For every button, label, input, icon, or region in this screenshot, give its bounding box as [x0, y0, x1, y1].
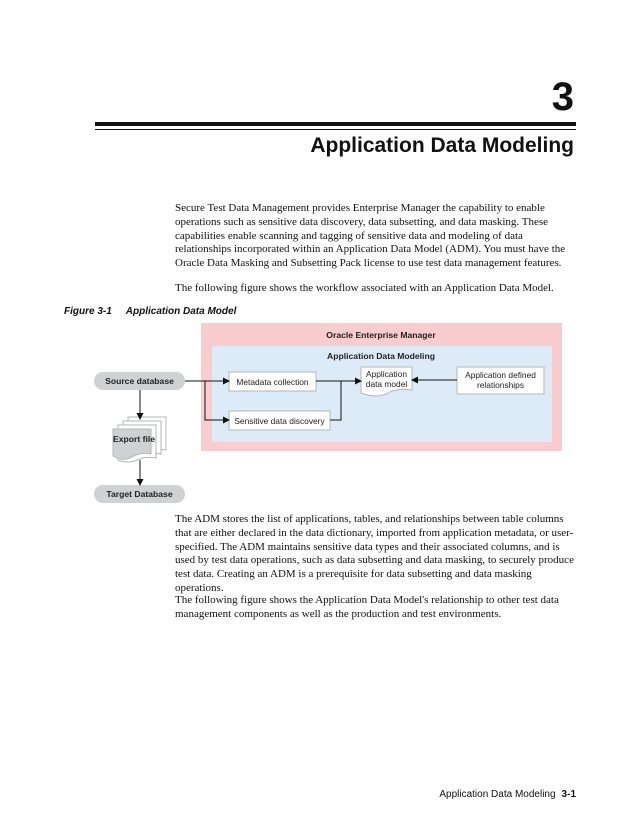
footer-page-number: 3-1: [561, 789, 576, 800]
sensitive-discovery-label: Sensitive data discovery: [234, 416, 325, 426]
figure-caption-text: Application Data Model: [125, 306, 237, 317]
application-data-model-line1: Application: [366, 369, 407, 379]
figure-number: Figure 3-1: [64, 306, 112, 317]
app-defined-relationships-line1: Application defined: [465, 370, 536, 380]
figure-caption: Figure 3-1 Application Data Model: [64, 306, 236, 317]
export-file-label: Export file: [113, 434, 155, 444]
arrow-source-to-discovery: [204, 381, 230, 424]
chapter-number: 3: [551, 75, 574, 119]
footer-title: Application Data Modeling: [439, 789, 556, 800]
source-database-pill: [94, 372, 185, 390]
chapter-rule-thin: [95, 129, 576, 130]
app-defined-relationships-line2: relationships: [477, 380, 524, 390]
export-file-stack: [112, 416, 167, 463]
app-defined-relationships-box: [456, 366, 545, 395]
data-modeling-label: Application Data Modeling: [327, 351, 435, 361]
chapter-title: Application Data Modeling: [310, 134, 574, 157]
figure-diagram: Oracle Enterprise Manager Application Da…: [92, 322, 564, 504]
metadata-collection-label: Metadata collection: [236, 377, 309, 387]
chapter-rule-thick: [95, 122, 576, 126]
target-database-pill: [94, 485, 185, 503]
connector-discovery-to-model: [330, 381, 342, 421]
enterprise-manager-label: Oracle Enterprise Manager: [326, 330, 436, 340]
intro-paragraph: Secure Test Data Management provides Ent…: [175, 202, 566, 270]
page-footer: Application Data Modeling 3-1: [439, 789, 576, 800]
application-data-model-shape: [360, 366, 413, 397]
figure-intro-paragraph: The following figure shows the workflow …: [175, 282, 554, 294]
adm-description-paragraph: The ADM stores the list of applications,…: [175, 513, 574, 594]
target-database-label: Target Database: [106, 489, 172, 499]
source-database-label: Source database: [105, 376, 174, 386]
application-data-model-line2: data model: [366, 379, 408, 389]
relationship-intro-paragraph: The following figure shows the Applicati…: [175, 594, 559, 620]
